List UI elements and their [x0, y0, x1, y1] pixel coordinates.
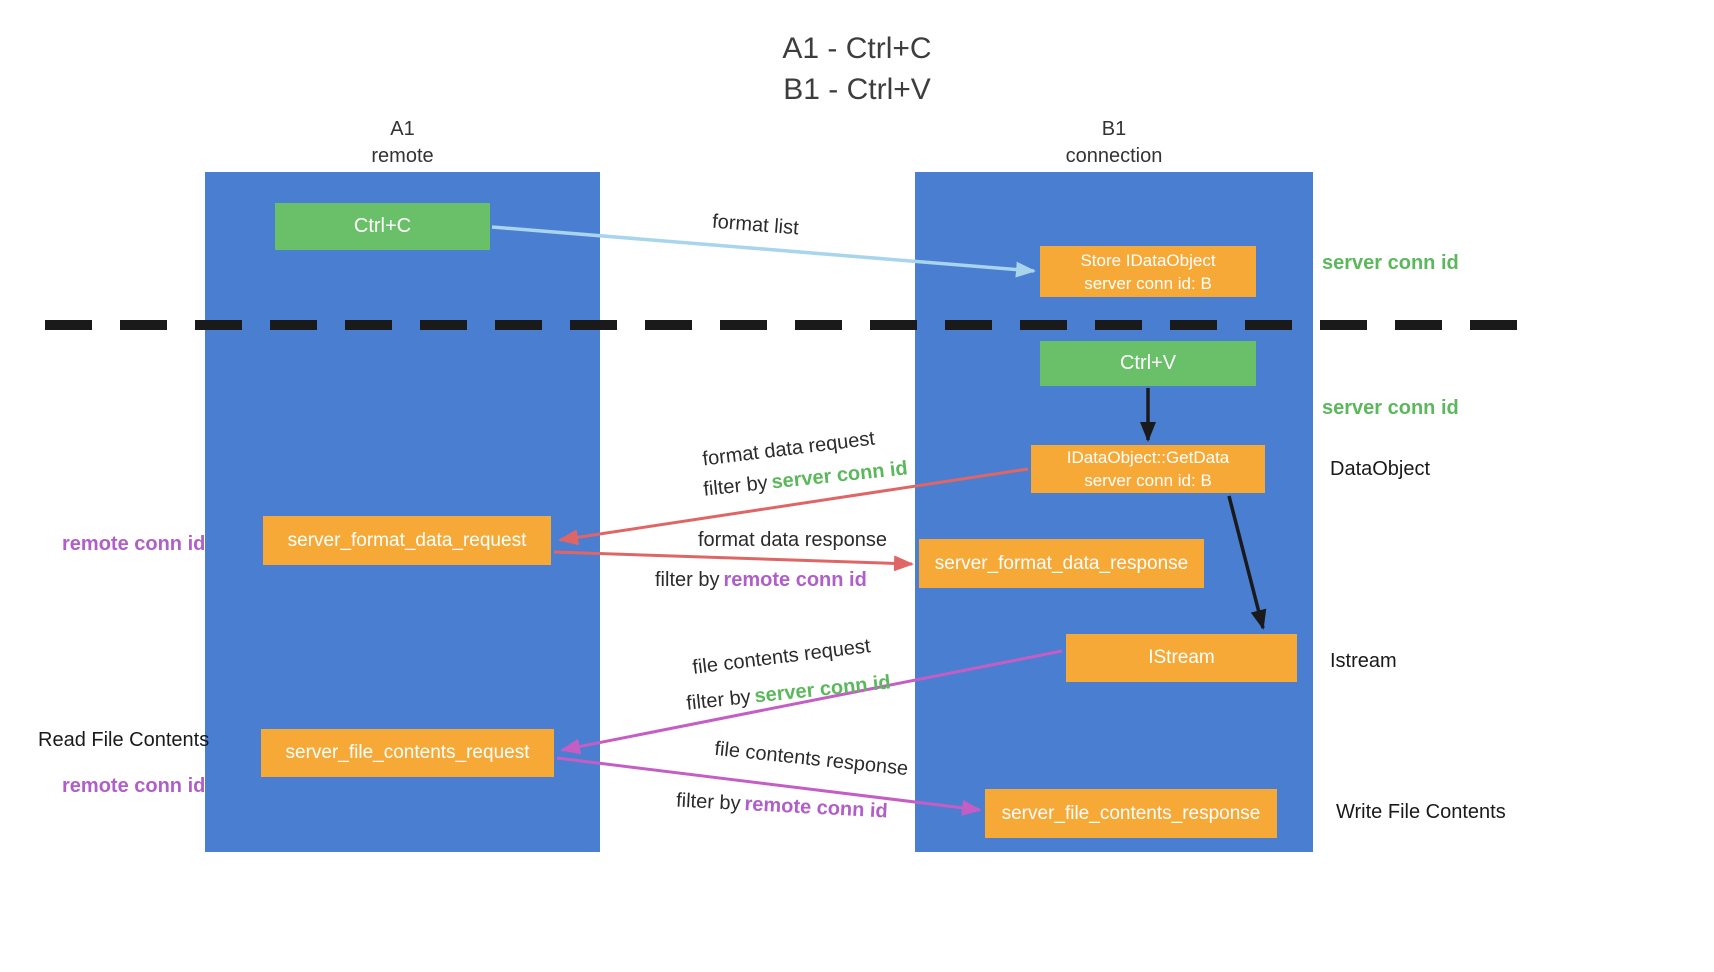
annotation-read-file-contents: Read File Contents — [38, 729, 210, 751]
annotation-remote-conn-id-top: remote conn id — [62, 533, 206, 555]
filter-value-server-conn-id-2: server conn id — [753, 671, 892, 708]
node-file-response-label: server_file_contents_response — [1001, 802, 1261, 824]
filter-value-remote-conn-id-1: remote conn id — [723, 569, 867, 591]
node-istream-label: IStream — [1148, 647, 1215, 668]
edge-format-data-response — [553, 550, 914, 572]
filter-by-text-1: filter by — [702, 472, 769, 501]
lane-left-subtitle: remote — [371, 145, 434, 167]
node-getdata: IDataObject::GetData server conn id: B — [1031, 445, 1265, 493]
lane-left-name: A1 — [390, 118, 415, 140]
title-line-1: A1 - Ctrl+C — [782, 32, 932, 65]
annotation-istream: Istream — [1330, 650, 1397, 672]
filter-by-text-2: filter by — [655, 569, 720, 591]
edge-label-file-contents-response: file contents response — [713, 737, 910, 781]
node-ctrl-v-label: Ctrl+V — [1119, 352, 1177, 374]
diagram-title: A1 - Ctrl+C B1 - Ctrl+V — [0, 28, 1714, 110]
node-store-line1: Store IDataObject — [1080, 250, 1216, 270]
node-server-format-data-response: server_format_data_response — [919, 539, 1204, 588]
node-server-file-contents-request: server_file_contents_request — [261, 729, 554, 777]
node-store-line2: server conn id: B — [1084, 273, 1212, 293]
node-ctrl-v: Ctrl+V — [1040, 341, 1256, 386]
title-line-2: B1 - Ctrl+V — [783, 73, 931, 106]
node-server-file-contents-response: server_file_contents_response — [985, 789, 1277, 838]
annotation-server-conn-id-mid: server conn id — [1322, 397, 1459, 419]
node-server-format-data-request: server_format_data_request — [263, 516, 551, 565]
lane-right-name: B1 — [1101, 118, 1127, 140]
filter-value-server-conn-id-1: server conn id — [770, 457, 909, 494]
annotation-server-conn-id-top: server conn id — [1322, 252, 1459, 274]
edge-label-format-list: format list — [711, 210, 800, 240]
edge-label-format-data-response: format data response — [698, 529, 887, 551]
lane-header-left: A1 remote — [205, 116, 600, 170]
node-format-request-label: server_format_data_request — [287, 529, 527, 551]
node-ctrl-c-label: Ctrl+C — [353, 215, 412, 237]
node-getdata-line2: server conn id: B — [1084, 471, 1212, 490]
filter-by-text-3: filter by — [685, 686, 752, 715]
annotation-dataobject: DataObject — [1330, 458, 1431, 480]
node-file-request-label: server_file_contents_request — [285, 742, 530, 763]
node-getdata-line1: IDataObject::GetData — [1066, 448, 1230, 467]
lane-header-right: B1 connection — [915, 116, 1313, 170]
node-ctrl-c: Ctrl+C — [275, 203, 490, 250]
edge-label-file-contents-request: file contents request — [691, 635, 872, 679]
filter-by-text-4: filter by — [675, 789, 742, 815]
node-store-idataobject: Store IDataObject server conn id: B — [1040, 246, 1256, 297]
lane-right-subtitle: connection — [1065, 145, 1163, 167]
annotation-remote-conn-id-bottom: remote conn id — [62, 775, 206, 797]
edge-label-filter-3: filter byserver conn id — [685, 671, 891, 715]
annotation-write-file-contents: Write File Contents — [1336, 801, 1506, 823]
filter-value-remote-conn-id-2: remote conn id — [743, 793, 889, 823]
node-istream: IStream — [1066, 634, 1297, 682]
node-format-response-label: server_format_data_response — [934, 552, 1189, 574]
